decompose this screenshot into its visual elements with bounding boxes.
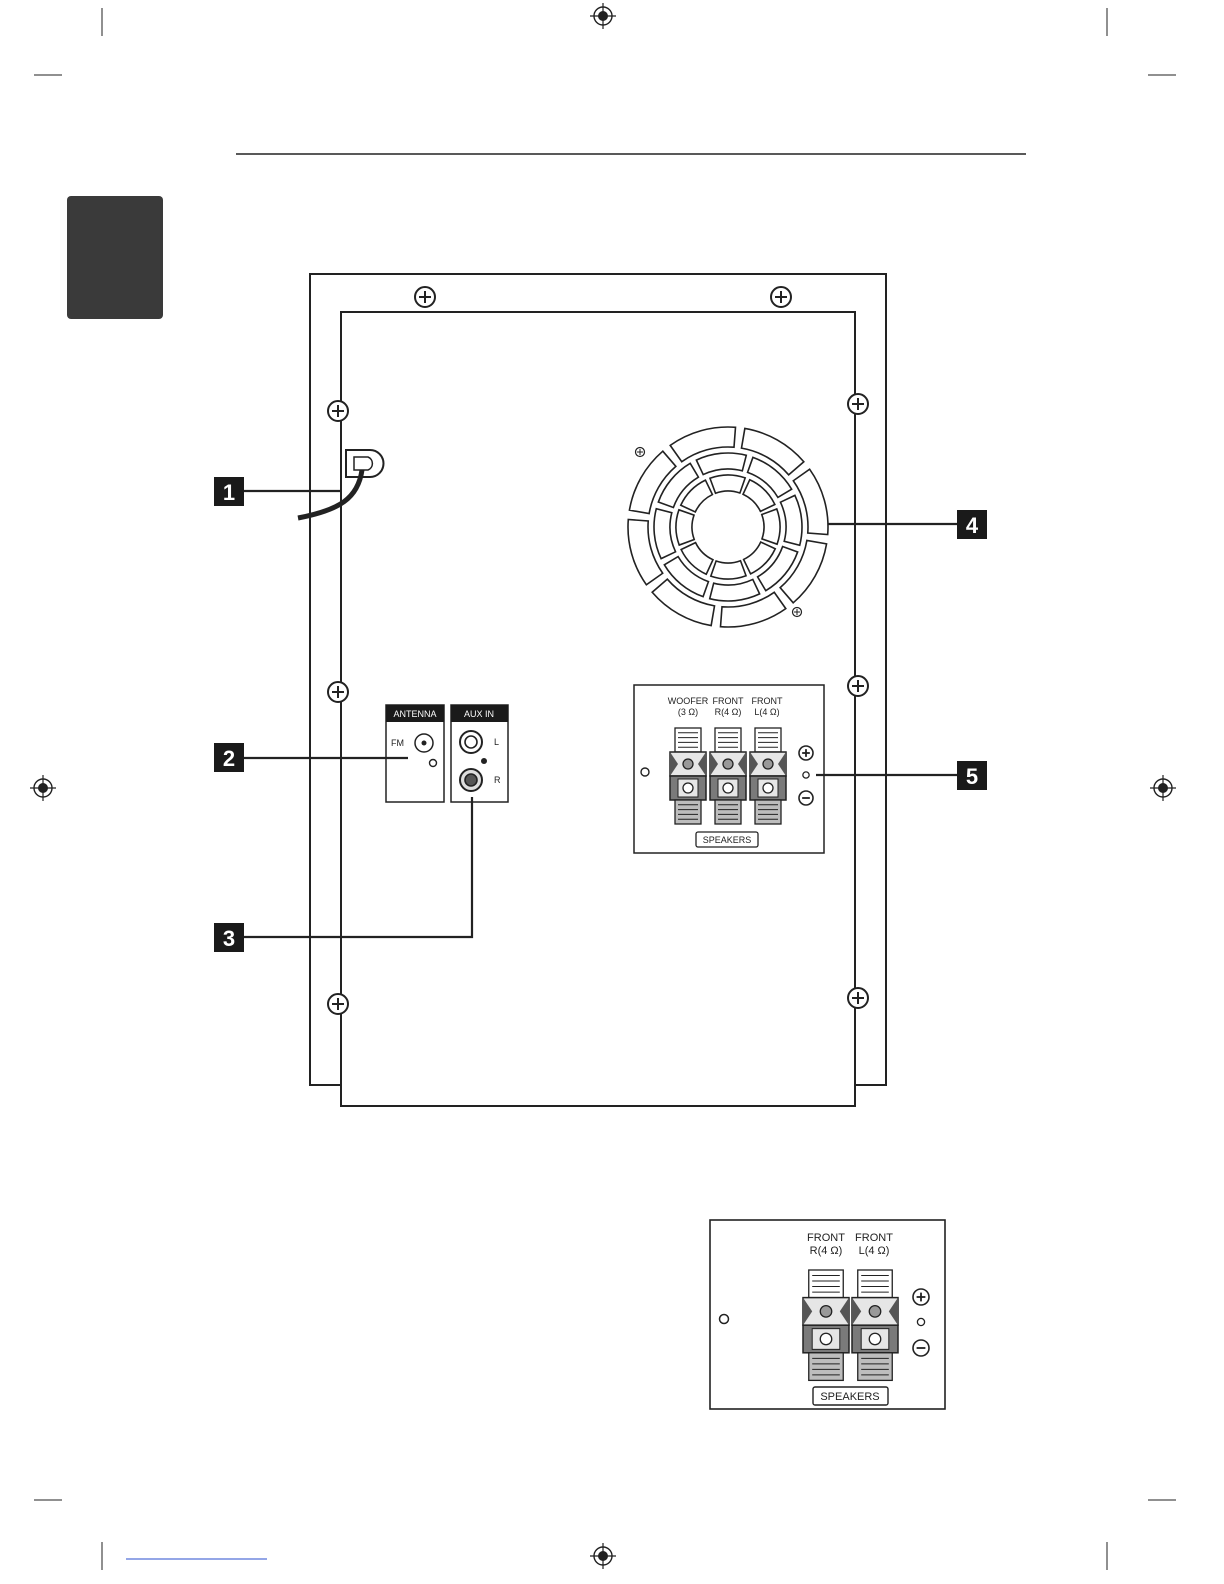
speaker-terminal [803, 1270, 849, 1380]
aux-left-label: L [494, 737, 499, 747]
aux-title: AUX IN [464, 709, 494, 719]
screw-icon [328, 682, 348, 702]
alt-col1-line1: FRONT [807, 1232, 845, 1244]
antenna-title: ANTENNA [393, 709, 436, 719]
plus-icon [913, 1289, 929, 1305]
speaker-panel-alt: FRONT R(4 Ω) FRONT L(4 Ω) SPEAKERS [710, 1220, 945, 1409]
screw-icon [328, 994, 348, 1014]
svg-text:1: 1 [223, 480, 235, 505]
fm-label: FM [391, 738, 404, 748]
speaker-col2-line1: FRONT [713, 696, 744, 706]
ground-screw-icon [430, 760, 437, 767]
svg-text:3: 3 [223, 926, 235, 951]
speaker-footer: SPEAKERS [703, 835, 752, 845]
svg-text:2: 2 [223, 746, 235, 771]
svg-text:5: 5 [966, 764, 978, 789]
fan-screw-icon [636, 448, 645, 457]
ground-screw-icon [917, 1318, 924, 1325]
speaker-terminal [670, 728, 706, 824]
speaker-col2-line2: R(4 Ω) [715, 707, 742, 717]
speaker-terminals [670, 728, 786, 824]
svg-text:4: 4 [966, 513, 979, 538]
aux-right-label: R [494, 775, 501, 785]
screw-icon [848, 394, 868, 414]
registration-mark-bottom [590, 1543, 616, 1569]
chapter-tab [67, 196, 163, 319]
screw-icon [771, 287, 791, 307]
ground-screw-icon [720, 1315, 729, 1324]
callout-3: 3 [214, 923, 244, 952]
ground-screw-icon [803, 772, 809, 778]
screw-icon [848, 988, 868, 1008]
alt-col2-line2: L(4 Ω) [859, 1245, 890, 1257]
callout-1: 1 [214, 477, 244, 506]
alt-speaker-footer: SPEAKERS [820, 1391, 879, 1403]
screw-icon [848, 676, 868, 696]
registration-mark-left [30, 775, 56, 801]
ground-screw-icon [641, 768, 649, 776]
speaker-terminal [710, 728, 746, 824]
registration-mark-top [590, 3, 616, 29]
alt-col2-line1: FRONT [855, 1232, 893, 1244]
speaker-terminal [852, 1270, 898, 1380]
minus-icon [913, 1340, 929, 1356]
speaker-col3-line2: L(4 Ω) [754, 707, 779, 717]
callout-4: 4 [957, 510, 987, 539]
screw-icon [328, 401, 348, 421]
speaker-col3-line1: FRONT [752, 696, 783, 706]
screw-icon [415, 287, 435, 307]
speaker-terminal [750, 728, 786, 824]
callout-2: 2 [214, 743, 244, 772]
aux-panel: AUX IN L R [451, 705, 508, 802]
plus-icon [799, 746, 813, 760]
antenna-panel: ANTENNA FM [386, 705, 444, 802]
registration-mark-right [1150, 775, 1176, 801]
speaker-col1-line1: WOOFER [668, 696, 709, 706]
alt-col1-line2: R(4 Ω) [810, 1245, 843, 1257]
speaker-col1-line2: (3 Ω) [678, 707, 698, 717]
speaker-panel: WOOFER (3 Ω) FRONT R(4 Ω) FRONT L(4 Ω) S… [634, 685, 824, 853]
fan-screw-icon [793, 608, 802, 617]
callout-5: 5 [957, 761, 987, 790]
minus-icon [799, 791, 813, 805]
